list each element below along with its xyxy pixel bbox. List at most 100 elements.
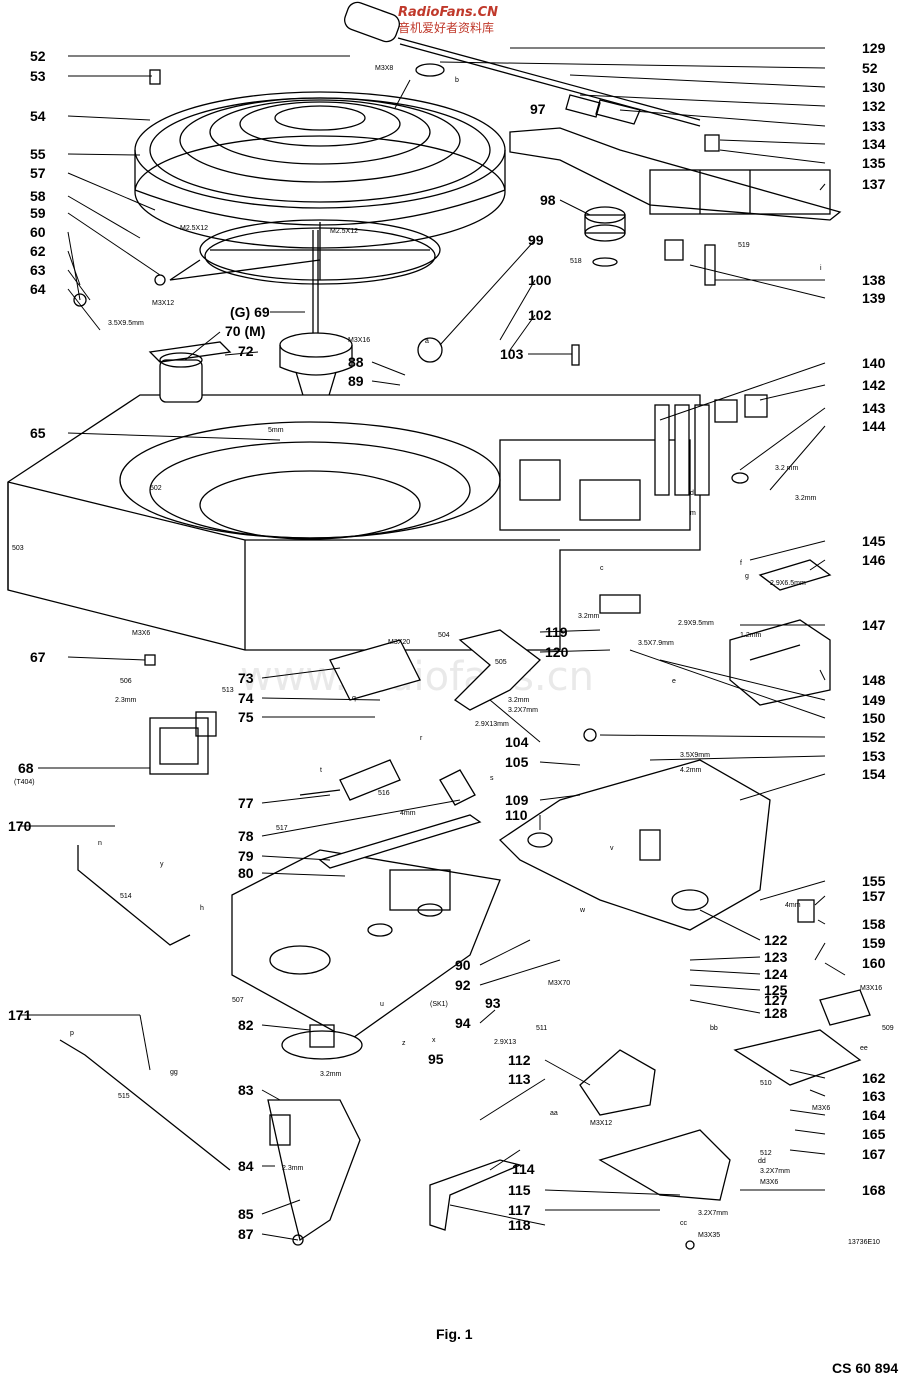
callout-124: 124: [764, 966, 788, 982]
ref-514: 514: [120, 893, 132, 900]
ref-518: 518: [570, 258, 582, 265]
callout-74: 74: [238, 690, 254, 706]
tag-a: a: [425, 338, 429, 345]
callout-147: 147: [862, 617, 886, 633]
callout-118: 118: [508, 1217, 531, 1233]
drawing-number: 13736E10: [848, 1239, 880, 1246]
fastener-notes: M3X8 M2.5X12 M2.5X12 M3X12 3.5X9.5mm M3X…: [108, 65, 882, 1239]
callout-70: 70 (M): [225, 323, 265, 339]
ref-504: 504: [438, 632, 450, 639]
callout-160: 160: [862, 955, 886, 971]
tag-b: b: [455, 77, 459, 84]
callout-128: 128: [764, 1005, 788, 1021]
callout-98: 98: [540, 192, 556, 208]
note-32mm-e: 3.2mm: [320, 1071, 342, 1078]
callout-157-upper: 157: [862, 888, 886, 904]
callout-152: 152: [862, 729, 886, 745]
note-m3x35: M3X35: [698, 1232, 720, 1239]
tag-e: e: [672, 678, 676, 685]
callout-78: 78: [238, 828, 254, 844]
tag-u: u: [380, 1001, 384, 1008]
motor-part: [148, 341, 232, 403]
lever-115-part: [598, 1129, 731, 1201]
callout-100: 100: [528, 272, 552, 288]
rail-part: [318, 769, 482, 869]
note-32mm-c: 3.2 mm: [775, 465, 799, 472]
callout-155: 155: [862, 873, 886, 889]
bracket-part: [329, 639, 421, 701]
watermark-brand: RadioFans.CN: [398, 5, 498, 20]
note-32x7-a: 3.2X7mm: [508, 707, 538, 714]
callout-64: 64: [30, 281, 46, 297]
callout-95: 95: [428, 1051, 444, 1067]
callout-139: 139: [862, 290, 886, 306]
ref-519: 519: [738, 242, 750, 249]
callout-122: 122: [764, 932, 788, 948]
callout-135: 135: [862, 155, 886, 171]
switch-block-part: [654, 394, 768, 496]
callout-90: 90: [455, 957, 471, 973]
callout-79: 79: [238, 848, 254, 864]
callout-94: 94: [455, 1015, 471, 1031]
callout-83: 83: [238, 1082, 254, 1098]
callout-103: 103: [500, 346, 524, 362]
note-32mm-d: 3.2mm: [795, 495, 817, 502]
callout-146: 146: [862, 552, 886, 568]
note-29x13-a: 2.9X13mm: [475, 721, 509, 728]
tag-aa: aa: [550, 1110, 558, 1117]
tag-bb: bb: [710, 1025, 718, 1032]
callout-63: 63: [30, 262, 46, 278]
callout-87: 87: [238, 1226, 254, 1242]
callout-113: 113: [508, 1071, 531, 1087]
tag-t: t: [320, 767, 322, 774]
callout-150: 150: [862, 710, 886, 726]
cam-part: [281, 1024, 363, 1060]
ref-510: 510: [760, 1080, 772, 1087]
tag-w: w: [579, 907, 586, 914]
tag-d: d: [690, 490, 694, 497]
platter-part: [134, 91, 506, 249]
bottom-plate-part: [231, 849, 501, 1041]
callout-120: 120: [545, 644, 569, 660]
callouts-right: 129 52 130 132 133 134 135 137 138 139 1…: [862, 40, 886, 1198]
note-m3x8: M3X8: [375, 65, 393, 72]
callout-138: 138: [862, 272, 886, 288]
ref-502: 502: [150, 485, 162, 492]
lever-assembly-part: [267, 1099, 361, 1242]
callout-60: 60: [30, 224, 46, 240]
ref-512: 512: [760, 1150, 772, 1157]
ref-511: 511: [536, 1025, 547, 1032]
note-m3x70: M3X70: [548, 980, 570, 987]
ref-503: 503: [12, 545, 24, 552]
callout-162: 162: [862, 1070, 886, 1086]
note-m3x16-b: M3X16: [860, 985, 882, 992]
callout-140: 140: [862, 355, 886, 371]
callout-143: 143: [862, 400, 886, 416]
lever-118-part: [429, 1159, 523, 1231]
note-35x95: 3.5X9.5mm: [108, 320, 144, 327]
tag-n: n: [98, 840, 102, 847]
callout-68: 68: [18, 760, 34, 776]
callout-105: 105: [505, 754, 529, 770]
note-32mm-a: 3.2mm: [508, 697, 530, 704]
callout-102: 102: [528, 307, 552, 323]
tag-ee: ee: [860, 1045, 868, 1052]
callout-52-right: 52: [862, 60, 878, 76]
callout-62: 62: [30, 243, 46, 259]
note-m3x12-b: M3X12: [590, 1120, 612, 1127]
callout-145: 145: [862, 533, 886, 549]
callout-57: 57: [30, 165, 46, 181]
callout-168: 168: [862, 1182, 886, 1198]
rods-part: [59, 845, 231, 1171]
callout-170: 170: [8, 818, 32, 834]
callout-109: 109: [505, 792, 529, 808]
tag-cc: cc: [680, 1220, 688, 1227]
note-4mm-b: 4mm: [785, 902, 801, 909]
note-23mm-b: 2.3mm: [282, 1165, 304, 1172]
small-components-part: [73, 69, 815, 1250]
tag-f: f: [740, 560, 742, 567]
callout-53: 53: [30, 68, 46, 84]
callout-158: 158: [862, 916, 886, 932]
callout-112: 112: [508, 1052, 531, 1068]
note-m3x6: M3X6: [132, 630, 150, 637]
